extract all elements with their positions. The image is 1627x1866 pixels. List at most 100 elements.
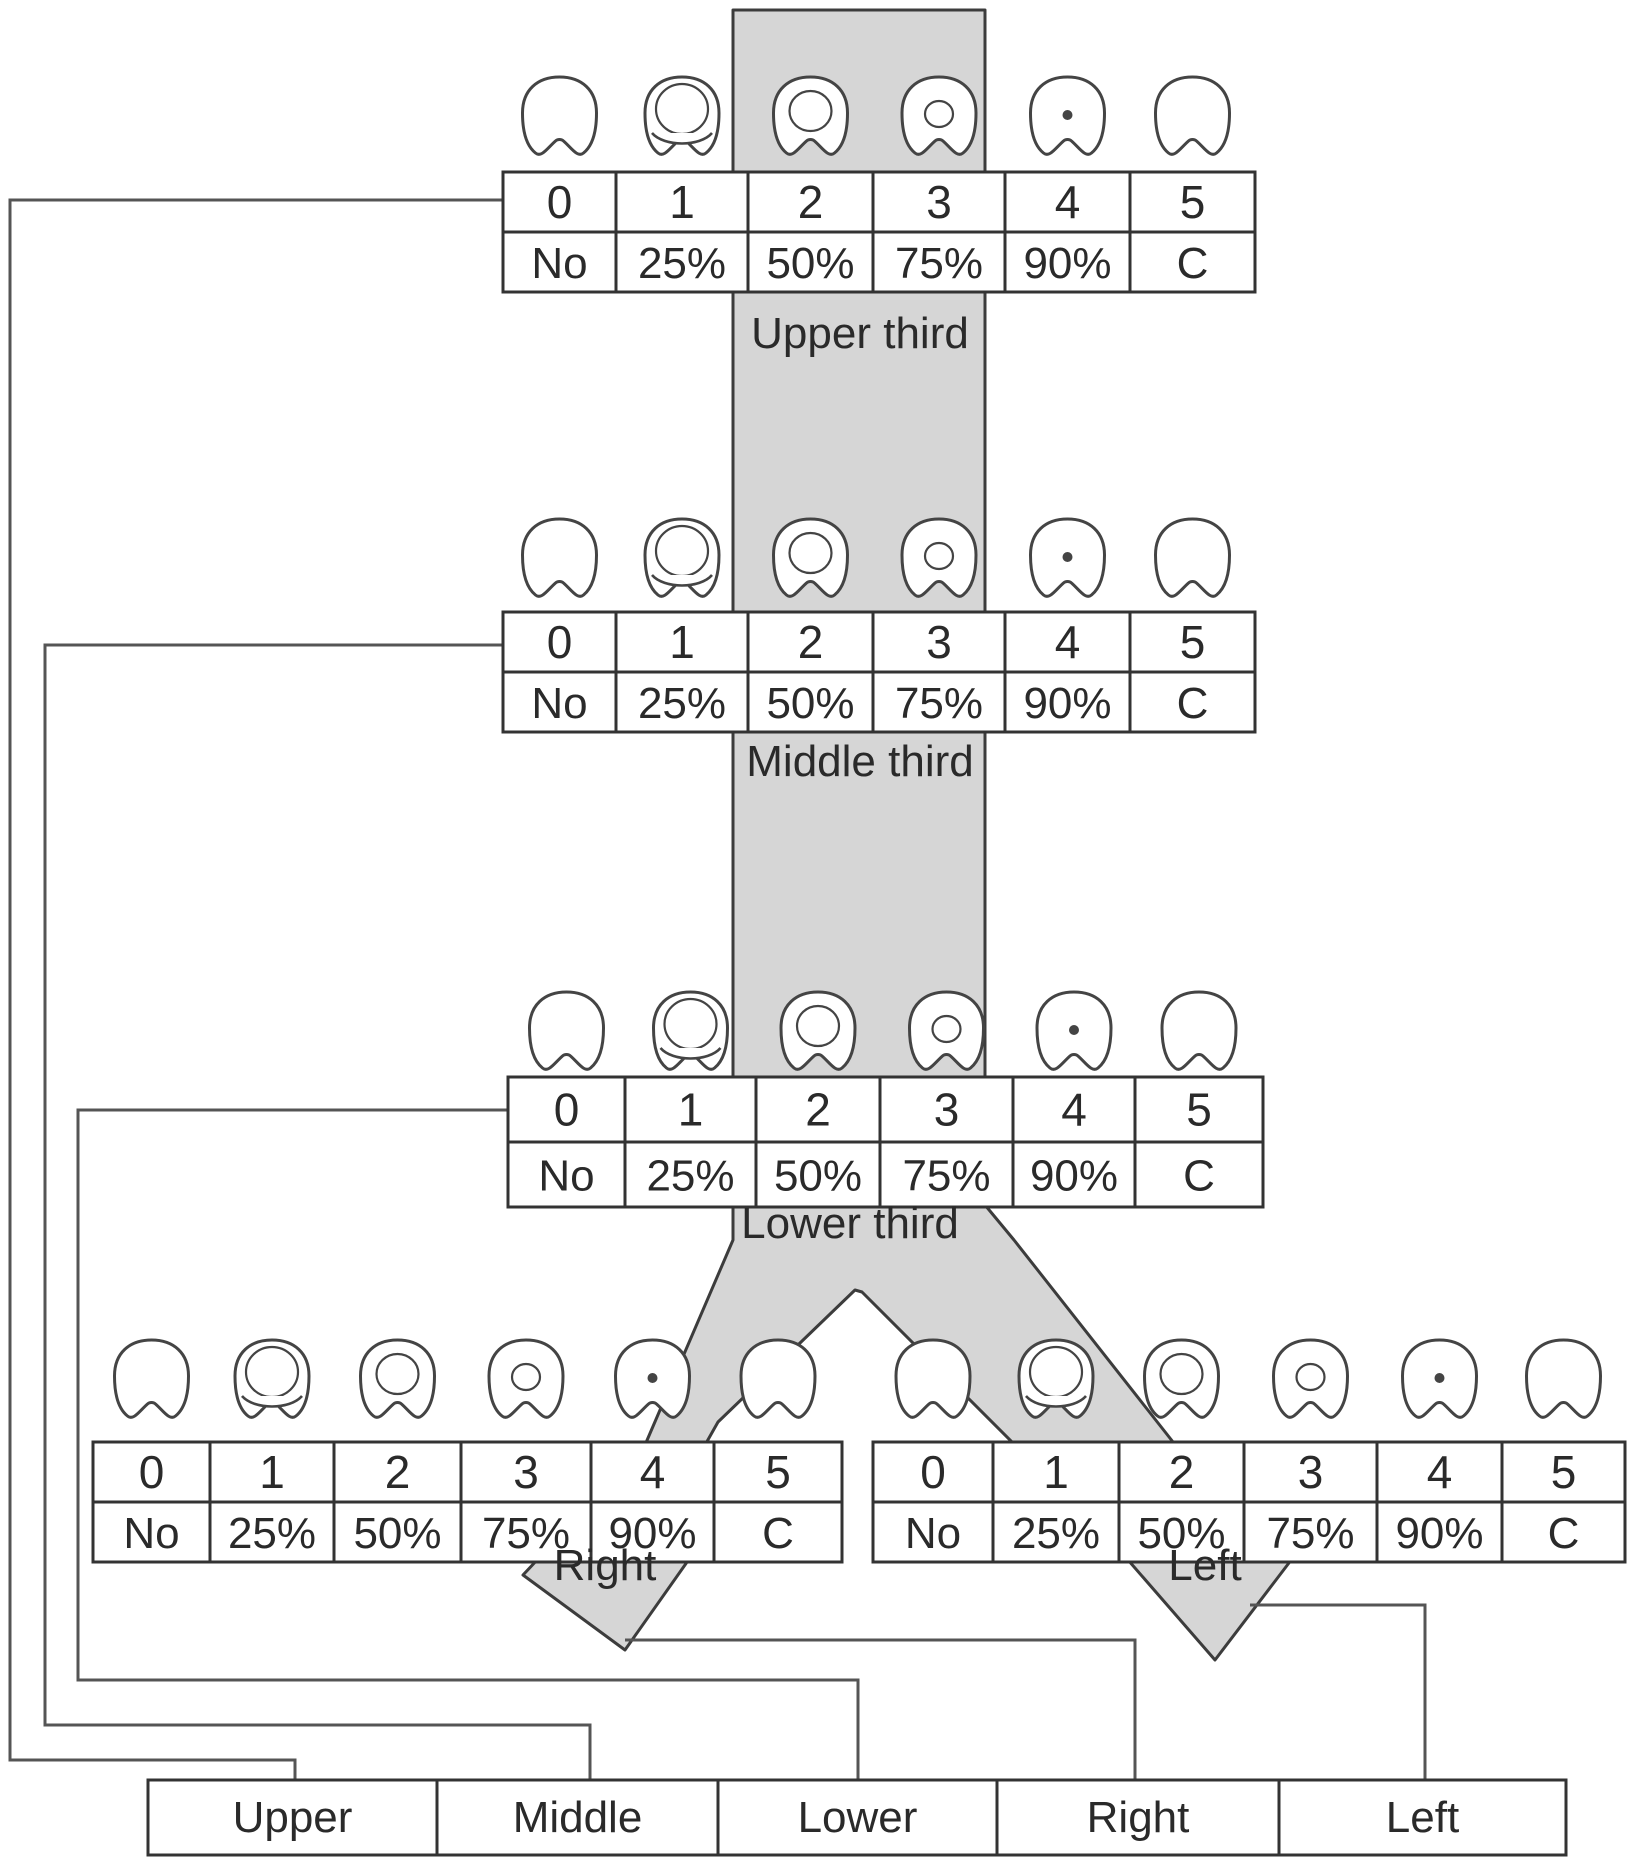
left-score-cell-1: [991, 1440, 1121, 1504]
right-obstruction-cell-2: [332, 1500, 463, 1564]
connector-lower: [76, 1108, 860, 1780]
upper-obstruction-cell-5: [1128, 230, 1257, 294]
right-obstruction-label: 75%: [482, 1509, 570, 1558]
lower-obstruction-label: 25%: [646, 1152, 734, 1201]
left-score-cell-0: [871, 1440, 995, 1504]
right-airway-cross-section-icon-4: [613, 1338, 692, 1419]
connector-right: [625, 1638, 1137, 1780]
right-score-label: 4: [640, 1446, 666, 1498]
lower-score-cell-3: [878, 1075, 1015, 1144]
middle-obstruction-cell-4: [1003, 670, 1132, 734]
right-airway-cross-section-icon-0: [112, 1338, 191, 1419]
left-obstruction-label: 90%: [1395, 1509, 1483, 1558]
upper-score-label: 4: [1055, 176, 1081, 228]
connector-lines: [8, 198, 1427, 1780]
right-airway-cross-section-icon-2: [358, 1338, 437, 1419]
upper-score-cell-3: [871, 170, 1007, 234]
upper-obstruction-cell-2: [746, 230, 875, 294]
summary-label-right: Right: [1087, 1793, 1190, 1842]
summary-label-middle: Middle: [513, 1793, 643, 1842]
left-obstruction-label: 75%: [1266, 1509, 1354, 1558]
right-obstruction-cell-3: [459, 1500, 593, 1564]
right-obstruction-label: 90%: [608, 1509, 696, 1558]
left-score-label: 0: [920, 1446, 946, 1498]
upper-airway-cross-section-icon-1: [643, 75, 721, 156]
middle-airway-cross-section-icon-2: [771, 517, 850, 598]
left-score-label: 1: [1043, 1446, 1069, 1498]
left-obstruction-cell-5: [1500, 1500, 1627, 1564]
lower-airway-cross-section-icon-5: [1160, 990, 1238, 1071]
left-airway-cross-section-icon-2: [1142, 1338, 1221, 1419]
lower-obstruction-cell-5: [1133, 1140, 1265, 1209]
right-score-cell-1: [208, 1440, 336, 1504]
lower-score-label: 3: [934, 1084, 960, 1136]
lower-airway-cross-section-icon-4: [1035, 990, 1113, 1071]
upper-obstruction-label: 50%: [766, 239, 854, 288]
middle-obstruction-cell-5: [1128, 670, 1257, 734]
upper-obstruction-label: No: [531, 239, 587, 288]
middle-score-label: 0: [547, 616, 573, 668]
upper-airway-cross-section-icon-4: [1028, 75, 1107, 156]
upper-score-label: 3: [926, 176, 952, 228]
right-obstruction-label: 50%: [353, 1509, 441, 1558]
right-score-label: 3: [513, 1446, 539, 1498]
upper-score-label: 5: [1180, 176, 1206, 228]
middle-obstruction-label: C: [1177, 679, 1209, 728]
left-obstruction-cell-1: [991, 1500, 1121, 1564]
connector-left: [1250, 1603, 1427, 1780]
left-score-cell-3: [1242, 1440, 1379, 1504]
middle-score-cell-5: [1128, 610, 1257, 674]
left-score-cell-4: [1375, 1440, 1504, 1504]
upper-score-label: 1: [669, 176, 695, 228]
left-score-label: 2: [1169, 1446, 1195, 1498]
upper-obstruction-label: 75%: [895, 239, 983, 288]
right-score-label: 0: [139, 1446, 165, 1498]
upper-obstruction-cell-0: [501, 230, 618, 294]
middle-obstruction-label: 50%: [766, 679, 854, 728]
left-obstruction-label: 25%: [1012, 1509, 1100, 1558]
upper-airway-cross-section-icon-2: [771, 75, 850, 156]
lower-obstruction-cell-4: [1011, 1140, 1137, 1209]
right-airway-cross-section-icon-1: [233, 1338, 311, 1419]
right-airway-cross-section-icon-5: [739, 1338, 817, 1419]
right-obstruction-label: C: [762, 1509, 794, 1558]
middle-score-label: 3: [926, 616, 952, 668]
middle-airway-cross-section-icon-5: [1153, 517, 1232, 598]
middle-obstruction-cell-3: [871, 670, 1007, 734]
lower-airway-cross-section-icon-0: [527, 990, 606, 1071]
connector-upper: [8, 198, 503, 1780]
middle-score-label: 5: [1180, 616, 1206, 668]
middle-obstruction-cell-1: [614, 670, 750, 734]
summary-box-lower: [716, 1778, 999, 1857]
summary-box-middle: [435, 1778, 720, 1857]
right-score-cell-4: [589, 1440, 716, 1504]
lower-score-label: 4: [1061, 1084, 1087, 1136]
left-airway-cross-section-icon-0: [894, 1338, 972, 1419]
left-obstruction-cell-0: [871, 1500, 995, 1564]
upper-score-cell-4: [1003, 170, 1132, 234]
left-obstruction-label: C: [1548, 1509, 1580, 1558]
lower-obstruction-label: C: [1183, 1152, 1215, 1201]
upper-score-label: 2: [798, 176, 824, 228]
left-airway-cross-section-icon-4: [1400, 1338, 1479, 1419]
lower-obstruction-label: 75%: [902, 1152, 990, 1201]
right-score-cell-3: [459, 1440, 593, 1504]
summary-label-upper: Upper: [233, 1793, 353, 1842]
right-obstruction-cell-5: [712, 1500, 844, 1564]
lower-score-cell-5: [1133, 1075, 1265, 1144]
upper-obstruction-cell-4: [1003, 230, 1132, 294]
left-score-label: 4: [1427, 1446, 1453, 1498]
middle-obstruction-label: 90%: [1023, 679, 1111, 728]
left-obstruction-cell-4: [1375, 1500, 1504, 1564]
right-obstruction-label: No: [123, 1509, 179, 1558]
right-score-label: 5: [765, 1446, 791, 1498]
lower-obstruction-label: 90%: [1030, 1152, 1118, 1201]
